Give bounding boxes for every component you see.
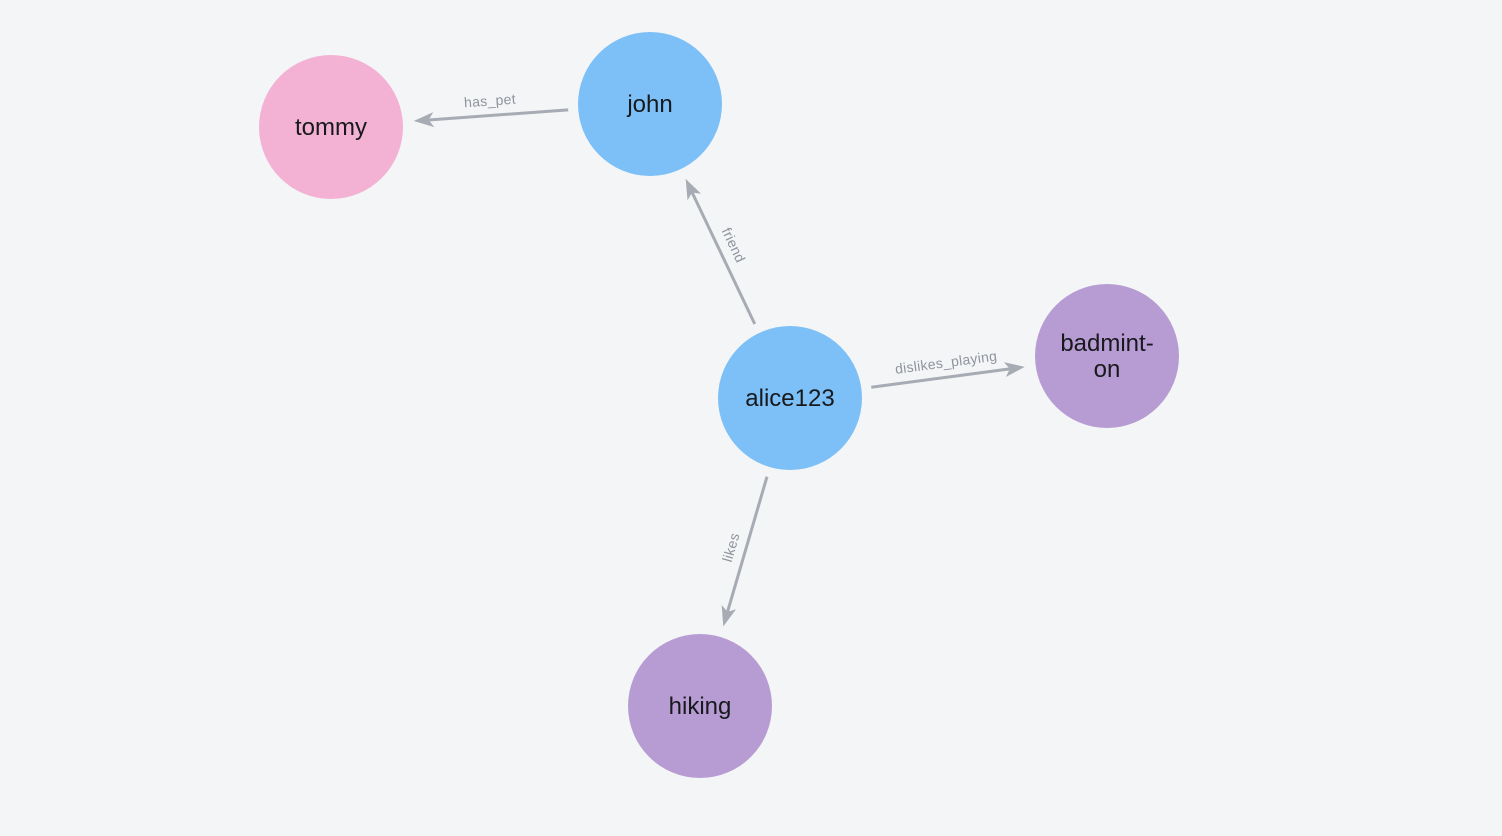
arrowhead-icon <box>413 112 435 128</box>
node-hiking[interactable]: hiking <box>628 634 772 778</box>
relationship-label: likes <box>719 531 743 564</box>
edge-alice123-badminton[interactable]: dislikes_playing <box>871 348 1025 389</box>
node-circle[interactable] <box>578 32 722 176</box>
node-label: john <box>626 91 672 118</box>
node-tommy[interactable]: tommy <box>259 55 403 199</box>
node-badminton[interactable]: badmint-on <box>1035 284 1179 428</box>
node-john[interactable]: john <box>578 32 722 176</box>
edge-alice123-hiking[interactable]: likes <box>719 476 769 627</box>
node-label: hiking <box>669 693 732 720</box>
node-circle[interactable] <box>259 55 403 199</box>
relationship-label: has_pet <box>463 91 516 111</box>
node-circle[interactable] <box>1035 284 1179 428</box>
arrowhead-icon <box>685 178 702 201</box>
relationship-line[interactable] <box>428 108 569 122</box>
edge-alice123-john[interactable]: friend <box>685 178 757 325</box>
node-alice123[interactable]: alice123 <box>718 326 862 470</box>
node-circle[interactable] <box>718 326 862 470</box>
relationship-line[interactable] <box>726 476 769 613</box>
node-label: tommy <box>295 114 367 141</box>
arrowhead-icon <box>1003 362 1025 377</box>
arrowhead-icon <box>721 605 737 627</box>
node-label: alice123 <box>745 385 834 412</box>
relationship-line[interactable] <box>690 191 757 325</box>
node-circle[interactable] <box>628 634 772 778</box>
relationship-line[interactable] <box>871 367 1011 389</box>
node-label: badmint-on <box>1060 330 1153 383</box>
edge-john-tommy[interactable]: has_pet <box>413 91 569 128</box>
